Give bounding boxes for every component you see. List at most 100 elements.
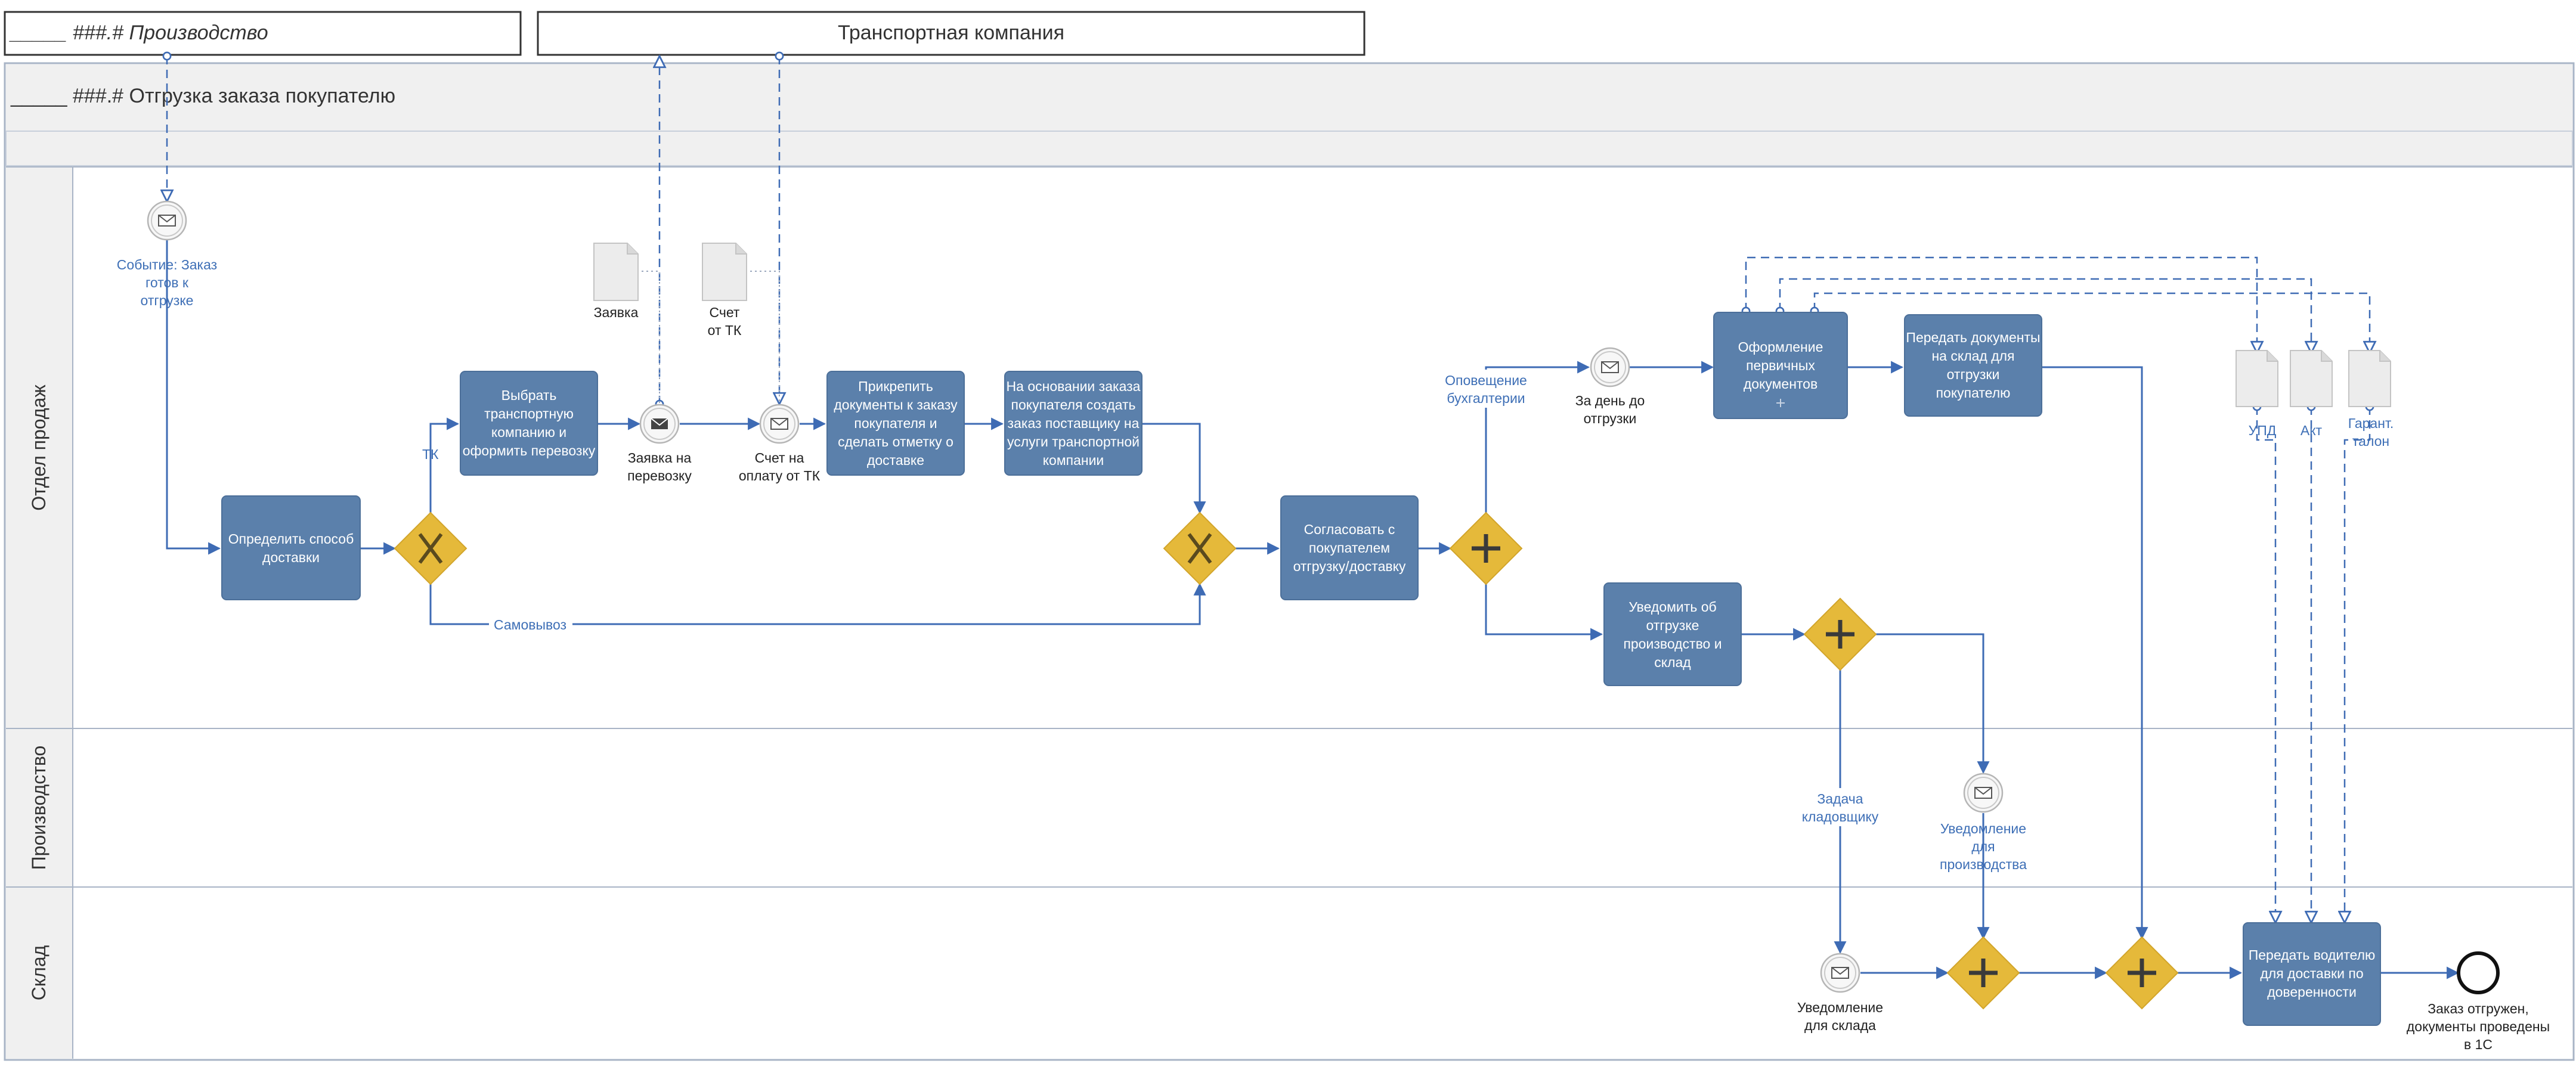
envelope-icon xyxy=(1601,361,1619,373)
associations xyxy=(637,271,780,404)
lanes: Отдел продаж Производство Склад xyxy=(6,166,2572,1059)
msg-warranty-to-driver xyxy=(2345,407,2370,923)
svg-text:Гарант.талон: Гарант.талон xyxy=(2348,415,2394,449)
flow-event-to-determine xyxy=(166,240,221,555)
flow-gw1-tk xyxy=(429,417,460,514)
msg-docs-to-warranty xyxy=(1815,292,2370,353)
envelope-icon xyxy=(1974,787,1992,799)
flow-gw3-to-dayevent xyxy=(1485,361,1590,514)
parallel-plus-icon xyxy=(1826,620,1854,649)
pool-production-title: _____ ###.# Производство xyxy=(9,21,268,44)
parallel-plus-icon xyxy=(2128,959,2156,987)
document-icon xyxy=(2290,350,2333,407)
document-icon xyxy=(2236,350,2278,407)
envelope-icon xyxy=(1831,967,1849,979)
flow-label-tk: ТК xyxy=(422,446,439,462)
flow-gw3-to-notify xyxy=(1485,583,1603,641)
assoc-invoice xyxy=(745,271,780,404)
msg-upd-to-driver xyxy=(2257,407,2275,923)
msg-docs-to-act xyxy=(1780,278,2311,353)
gateway-parallel-final-join[interactable] xyxy=(2105,936,2179,1010)
gateway-parallel-warehouse-join[interactable] xyxy=(1946,936,2020,1010)
assoc-request xyxy=(637,271,660,404)
flow-gw4-to-prodevent xyxy=(1876,633,1990,774)
flow-label-pickup: Самовывоз xyxy=(494,617,566,632)
svg-text:УПД: УПД xyxy=(2249,423,2277,438)
parallel-plus-icon xyxy=(1472,534,1500,563)
pool-transport: Транспортная компания xyxy=(537,11,1366,56)
lane-sales-label: Отдел продаж xyxy=(28,384,49,511)
gateway-exclusive-merge[interactable] xyxy=(1163,511,1237,585)
svg-text:Акт: Акт xyxy=(2301,423,2323,438)
gateway-exclusive-delivery-method[interactable] xyxy=(394,511,467,585)
doc-act[interactable]: Акт xyxy=(2290,350,2333,438)
pool-main-title: _____ ###.# Отгрузка заказа покупателю xyxy=(10,85,395,107)
sequence-flows xyxy=(166,240,2460,979)
envelope-icon xyxy=(158,215,176,227)
document-icon xyxy=(702,243,747,301)
doc-warranty[interactable]: Гарант.талон xyxy=(2348,350,2394,449)
doc-upd[interactable]: УПД xyxy=(2236,350,2278,438)
pool-production: _____ ###.# Производство xyxy=(4,11,522,56)
lane-warehouse-label: Склад xyxy=(28,945,49,1000)
envelope-icon xyxy=(770,418,788,430)
exclusive-x-icon xyxy=(1187,533,1212,564)
flow-transfer-to-gw7 xyxy=(2042,366,2148,940)
lane-production-label: Производство xyxy=(28,746,49,870)
msg-docs-to-upd xyxy=(1746,256,2257,353)
svg-text:Заявка: Заявка xyxy=(594,305,639,320)
message-flows xyxy=(167,56,2370,923)
exclusive-x-icon xyxy=(418,533,443,564)
gateways xyxy=(394,511,2179,1010)
envelope-filled-icon xyxy=(651,418,668,429)
doc-request[interactable]: Заявка xyxy=(593,243,639,320)
subprocess-marker-icon xyxy=(1776,399,1785,407)
document-icon xyxy=(2348,350,2391,407)
flow-create-to-gw2 xyxy=(1142,423,1206,514)
parallel-plus-icon xyxy=(1969,959,1998,987)
gateway-parallel-split[interactable] xyxy=(1449,511,1523,585)
document-icon xyxy=(593,243,639,301)
gateway-parallel-notify[interactable] xyxy=(1803,597,1877,671)
